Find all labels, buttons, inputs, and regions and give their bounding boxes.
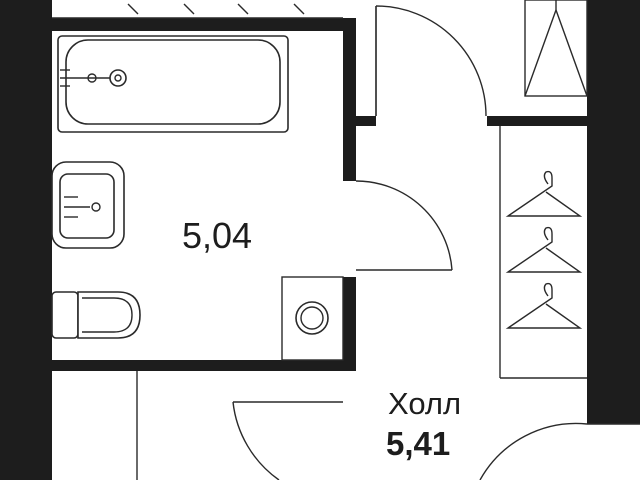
bathtub	[57, 35, 289, 133]
wardrobe-top	[524, 0, 588, 97]
washer-niche	[281, 276, 344, 361]
drain-icon	[109, 69, 127, 87]
toilet	[51, 291, 141, 339]
closet-hangers	[505, 170, 583, 329]
hall-door	[232, 401, 343, 480]
bathroom-right-wall-upper	[343, 18, 356, 181]
bathroom-area-label: 5,04	[182, 215, 252, 256]
closet-top-wall	[487, 116, 587, 126]
bathroom-top-wall	[52, 18, 355, 31]
doors	[232, 5, 640, 480]
hanger-icon	[505, 226, 583, 273]
bathroom-bottom-wall	[52, 360, 356, 371]
hanger-icon	[505, 170, 583, 217]
hall-area-label: 5,41	[386, 425, 450, 462]
hall-name-label: Холл	[388, 386, 461, 421]
washing-machine	[295, 301, 329, 335]
sink-drain-icon	[91, 202, 101, 212]
corridor-door	[375, 5, 487, 117]
bathroom-right-wall-lower	[343, 277, 356, 371]
entrance-door	[479, 422, 640, 480]
sink	[51, 161, 125, 249]
top-fixture-marks	[127, 3, 305, 15]
bathroom-door	[355, 180, 453, 271]
left-outer-wall	[0, 0, 52, 480]
hanger-icon	[505, 282, 583, 329]
right-outer-wall	[587, 0, 640, 424]
bathroom-corridor-stub	[356, 116, 376, 126]
